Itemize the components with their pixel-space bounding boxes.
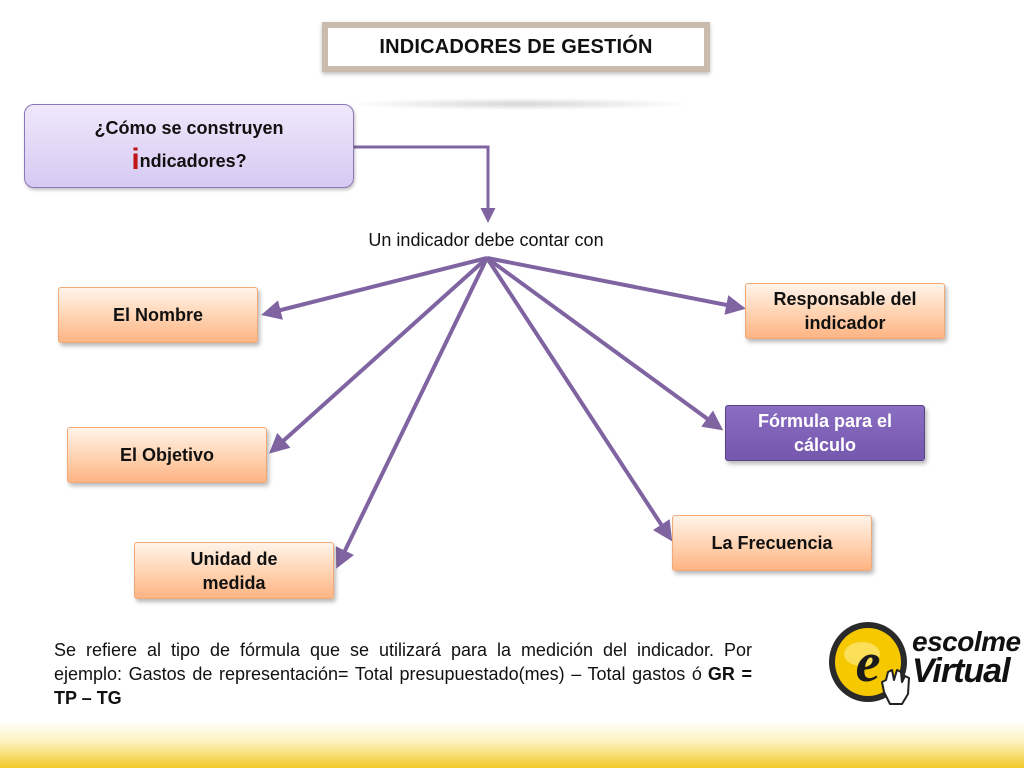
- question-line2: indicadores?: [25, 143, 353, 177]
- question-line2-rest: ndicadores?: [139, 151, 247, 171]
- node-unidad-medida: Unidad de medida: [134, 542, 334, 599]
- description-paragraph: Se refiere al tipo de fórmula que se uti…: [54, 638, 752, 710]
- description-formula: GR = TP – TG: [54, 664, 752, 708]
- title-box: INDICADORES DE GESTIÓN: [322, 22, 710, 72]
- question-line1: ¿Cómo se construyen: [94, 118, 284, 138]
- logo-e-letter: e: [856, 632, 881, 694]
- arrow-to-formula: [485, 256, 724, 431]
- question-box: ¿Cómo se construyen indicadores?: [24, 104, 354, 188]
- cursor-hand-icon: [881, 669, 910, 705]
- arrow-to-unidad: [335, 257, 489, 569]
- arrow-to-frecuencia: [485, 256, 673, 542]
- question-to-label-arrow: [354, 145, 496, 223]
- arrow-to-nombre: [261, 256, 488, 320]
- node-objetivo: El Objetivo: [67, 427, 267, 483]
- description-text: Se refiere al tipo de fórmula que se uti…: [54, 640, 752, 684]
- logo-text-virtual: Virtual: [912, 652, 1011, 690]
- connector-label: Un indicador debe contar con: [368, 230, 604, 250]
- title-shadow: [350, 98, 690, 110]
- node-responsable: Responsable del indicador: [745, 283, 945, 339]
- node-formula-calculo: Fórmula para el cálculo: [725, 405, 925, 461]
- bottom-gradient-band: [0, 720, 1024, 768]
- question-big-letter: i: [131, 143, 140, 176]
- page-title: INDICADORES DE GESTIÓN: [328, 28, 704, 66]
- logo-text-escolme: escolme: [912, 626, 1021, 657]
- escolme-virtual-logo: e escolme Virtual: [826, 610, 1024, 714]
- node-frecuencia: La Frecuencia: [672, 515, 872, 571]
- arrow-to-objetivo: [269, 256, 489, 454]
- logo-mark: e: [829, 622, 910, 705]
- arrow-to-responsable: [486, 256, 746, 315]
- node-nombre: El Nombre: [58, 287, 258, 343]
